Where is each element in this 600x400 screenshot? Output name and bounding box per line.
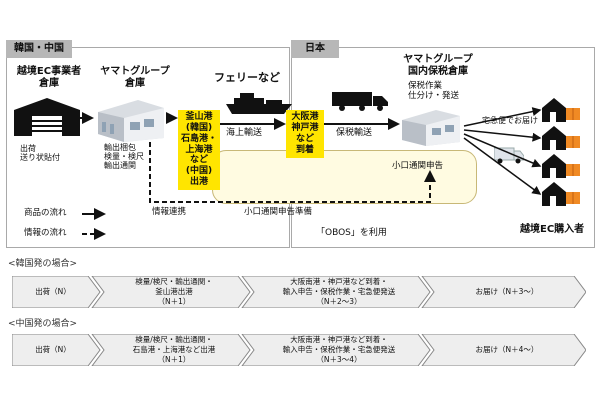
small-customs-prep-label: 小口通関申告準備 (244, 207, 313, 217)
delivery-note: 宅急便でお届け (482, 116, 538, 125)
korea-china-tab: 韓国・中国 (6, 40, 72, 58)
korea-timeline-title: <韓国発の場合> (8, 259, 78, 269)
china-step-4: お届け（N＋4～） (475, 345, 539, 355)
sea-transport-label: 海上輸送 (226, 128, 263, 138)
yamato-warehouse-label: ヤマトグループ 倉庫 (100, 66, 170, 89)
bonded-transport-label: 保税輸送 (336, 128, 373, 138)
destination-port-box: 大阪港 神戸港 など 到着 (286, 110, 324, 158)
bonded-ops-note: 保税作業 仕分け・発送 (408, 81, 460, 101)
japan-tab: 日本 (291, 40, 339, 58)
warehouse-ops-note: 輸出梱包 検量・検尺 輸出通関 (104, 143, 144, 171)
yamato-warehouse-icon (98, 100, 164, 142)
korea-step-2: 検量/検尺・輸出通関・ 釜山港出港 （N＋1） (135, 277, 213, 306)
ferry-label: フェリーなど (214, 71, 280, 84)
china-step-2: 検量/検尺・輸出通関・ 石島港・上海港など出港 （N＋1） (132, 335, 216, 364)
goods-flow-arrows (80, 107, 542, 240)
house-icon (542, 126, 580, 150)
korea-step-1: 出荷（N） (35, 287, 71, 297)
china-timeline-title: <中国発の場合> (8, 319, 78, 329)
yamato-bonded-label: ヤマトグループ 国内保税倉庫 (403, 54, 473, 77)
korea-step-3: 大阪南港・神戸港など到着・ 輸入申告・保税作業・宅急便発送 （N＋2～3） (282, 277, 396, 306)
seller-warehouse-icon (14, 98, 80, 136)
china-timeline: 出荷（N） 検量/検尺・輸出通関・ 石島港・上海港など出港 （N＋1） 大阪南港… (12, 334, 586, 366)
obos-label: 「OBOS」を利用 (316, 228, 387, 238)
seller-ops-note: 出荷 送り状貼付 (20, 144, 60, 163)
ec-seller-label: 越境EC事業者 倉庫 (16, 66, 82, 89)
info-link-label: 情報連携 (152, 207, 187, 217)
china-timeline-arrows (12, 334, 586, 366)
small-customs-declaration-label: 小口通関申告 (392, 161, 444, 171)
house-icon (542, 182, 580, 206)
china-step-3: 大阪南港・神戸港など到着・ 輸入申告・保税作業・宅急便発送 （N＋3～4） (282, 335, 396, 364)
house-icon (542, 98, 580, 122)
legend-info-flow: 情報の流れ (24, 228, 67, 238)
bonded-warehouse-icon (402, 110, 460, 146)
buyer-label: 越境EC購入者 (520, 224, 585, 235)
house-icon (542, 154, 580, 178)
legend-goods-flow: 商品の流れ (24, 208, 67, 218)
origin-port-box: 釜山港 (韓国) 石島港・ 上海港 など (中国) 出港 (178, 110, 220, 190)
ferry-icon (226, 93, 292, 114)
korea-step-4: お届け（N＋3～） (475, 287, 539, 297)
korea-timeline-arrows (12, 276, 586, 308)
truck-icon (332, 92, 388, 111)
korea-timeline: 出荷（N） 検量/検尺・輸出通関・ 釜山港出港 （N＋1） 大阪南港・神戸港など… (12, 276, 586, 308)
china-step-1: 出荷（N） (35, 345, 71, 355)
